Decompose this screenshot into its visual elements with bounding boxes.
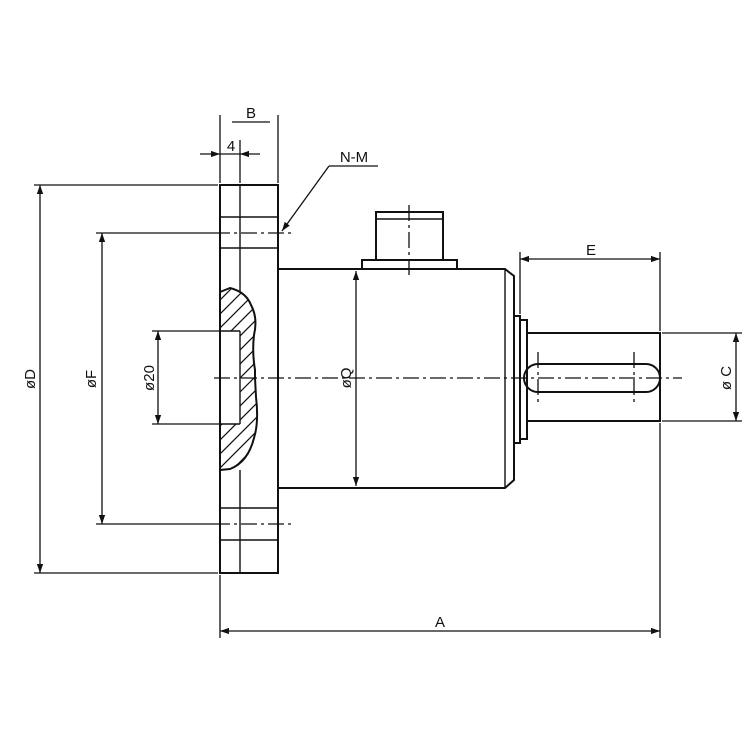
dimension-B: B [219,105,279,183]
flange-body [219,184,279,574]
shaft-outline [527,332,661,422]
flange [214,184,292,574]
dimension-F: øF [83,232,214,525]
dimension-label-bore: ø20 [141,365,158,391]
leader-label-holes: N-M [340,149,368,166]
dimension-label-C: ø C [718,366,735,390]
dimension-offset: 4 [200,138,260,183]
shaft-keyway [523,363,661,393]
top-fitting [361,205,458,276]
dimension-E: E [519,242,661,331]
leader-holes: N-M [281,149,378,232]
section-outline [219,286,259,471]
leader-line [281,165,330,232]
dimension-label-B: B [246,105,256,122]
shaft-step [520,319,528,440]
dimension-C: ø C [662,332,742,422]
dimension-label-D: øD [22,369,39,389]
dimension-label-offset: 4 [227,138,235,155]
dimension-A: A [219,423,661,638]
output-shaft [514,315,661,444]
dimension-Q: øQ [338,271,360,486]
bore-section [219,286,259,471]
dimension-label-F: øF [83,370,100,388]
dimension-label-E: E [586,242,596,259]
dimension-D: øD [22,184,218,574]
dimension-label-A: A [435,614,445,631]
dimension-label-Q: øQ [338,368,355,389]
shaft-collar [514,315,521,444]
dimension-bore: ø20 [141,330,220,425]
